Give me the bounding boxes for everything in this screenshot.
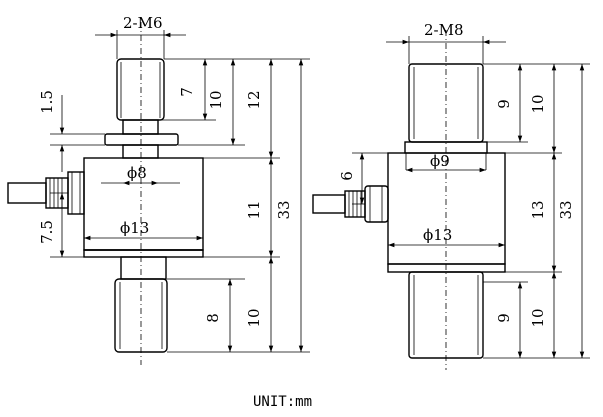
left-dim-phi13: ϕ13	[120, 219, 149, 237]
right-bottom-ring	[387, 263, 506, 273]
left-thread-label: 2-M6	[123, 14, 163, 32]
left-dim-8: 8	[204, 313, 222, 323]
right-dim-9-top: 9	[495, 99, 513, 109]
left-dim-7-5: 7.5	[38, 220, 56, 244]
right-dim-9-bottom: 9	[495, 313, 513, 323]
right-dim-phi13: ϕ13	[423, 226, 452, 244]
left-dim-phi8: ϕ8	[127, 164, 147, 182]
right-dim-phi9: ϕ9	[430, 152, 450, 170]
left-bottom-ring	[83, 249, 204, 258]
left-dim-11: 11	[245, 200, 263, 219]
left-upper-neck	[122, 144, 159, 159]
left-dim-1-5: 1.5	[38, 90, 56, 114]
left-dim-33: 33	[275, 200, 293, 219]
right-dim-6: 6	[338, 171, 356, 181]
unit-label: UNIT:mm	[253, 394, 312, 410]
left-cable-connector	[7, 171, 85, 215]
left-bottom-neck	[120, 256, 167, 280]
right-dim-10-top: 10	[529, 94, 547, 113]
right-view: 2-M8 9 10 13 33 9 10 6 ϕ9	[312, 21, 590, 370]
left-dim-10-bottom: 10	[245, 308, 263, 327]
left-top-stud	[116, 58, 165, 121]
left-top-flange	[104, 133, 179, 146]
left-view: 2-M6 7 10 12 11 33 8 10 1.5	[7, 14, 310, 365]
right-dim-33: 33	[557, 200, 575, 219]
left-dim-10-top: 10	[207, 90, 225, 109]
right-dim-13: 13	[529, 200, 547, 219]
left-bottom-stud	[114, 278, 168, 353]
left-dim-7: 7	[178, 87, 196, 97]
right-cable-connector	[312, 185, 389, 223]
right-thread-label: 2-M8	[424, 21, 464, 39]
left-top-neck	[122, 119, 159, 135]
left-dim-12: 12	[245, 90, 263, 109]
right-dim-10-bottom: 10	[529, 308, 547, 327]
